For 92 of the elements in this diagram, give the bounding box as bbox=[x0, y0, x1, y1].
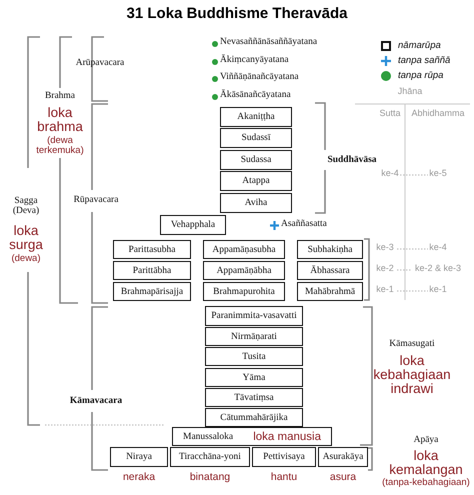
realm-box bbox=[113, 261, 191, 280]
realm-name: Tiracchāna-yoni bbox=[179, 452, 241, 462]
table-cell-text: ke-4 bbox=[380, 169, 400, 179]
realm-name: Nevasaññānāsaññāyatana bbox=[220, 37, 318, 48]
realm-name: Parittābha bbox=[132, 266, 172, 276]
group-label: Sagga (Deva) bbox=[12, 196, 40, 217]
group-label: Brahma bbox=[44, 91, 76, 102]
realm-box bbox=[203, 282, 285, 301]
realm-translation: hantu bbox=[270, 472, 298, 484]
realm-box bbox=[252, 447, 316, 467]
realm-name: Nirmāṇarati bbox=[231, 332, 277, 342]
realm-translation: loka manusia bbox=[253, 430, 321, 442]
realm-name: Viññāṇānañcāyatana bbox=[220, 72, 299, 82]
realm-name: Mahābrahmā bbox=[304, 286, 356, 296]
realm-name: Paranimmita-vasavatti bbox=[211, 311, 297, 321]
realm-box bbox=[205, 388, 303, 407]
group-note: (dewa terkemuka) bbox=[35, 136, 85, 157]
group-note: (tanpa-kebahagiaan) bbox=[381, 478, 471, 488]
table-header: Sutta bbox=[378, 109, 402, 119]
realm-name: Manussaloka bbox=[183, 432, 234, 442]
realm-name: Brahmapārisajja bbox=[120, 286, 184, 296]
group-note: (dewa) bbox=[10, 254, 42, 264]
realm-box bbox=[220, 193, 292, 213]
realm-name: Subhakiṇha bbox=[308, 244, 352, 254]
group-label: Kāmasugati bbox=[388, 339, 436, 350]
table-header: Abhidhamma bbox=[410, 109, 466, 119]
realm-box bbox=[205, 408, 303, 427]
realm-box bbox=[297, 240, 363, 259]
realm-name: Akaniṭṭha bbox=[237, 112, 275, 122]
realm-box bbox=[205, 368, 303, 387]
realm-box bbox=[297, 282, 363, 301]
realm-name: Cātummahārājika bbox=[220, 412, 288, 422]
group-label: loka kebahagiaan indrawi bbox=[372, 354, 452, 397]
realm-translation: binatang bbox=[188, 472, 232, 484]
group-label: loka kemalangan bbox=[388, 449, 464, 478]
group-label: Kāmavacara bbox=[68, 396, 124, 406]
title: 31 Loka Buddhisme Theravāda bbox=[126, 6, 348, 22]
table-cell-text: ke-5 bbox=[428, 169, 448, 179]
group-label: Apāya bbox=[412, 435, 440, 446]
realm-name: Appamāṇābha bbox=[216, 266, 272, 276]
realm-box bbox=[113, 282, 191, 301]
table-header: Jhāna bbox=[396, 87, 424, 97]
table-cell-text: ke-2 & ke-3 bbox=[414, 264, 462, 274]
realm-box bbox=[203, 261, 285, 280]
realm-name: Ākāsānañcāyatana bbox=[220, 90, 291, 100]
realm-name: Aviha bbox=[244, 198, 268, 208]
realm-box bbox=[297, 261, 363, 280]
group-label: loka surga bbox=[8, 224, 44, 252]
realm-box bbox=[318, 447, 368, 467]
legend-text: tanpa saññā bbox=[398, 55, 450, 66]
realm-name: Ākiṃcanyāyatana bbox=[220, 55, 289, 66]
realm-box bbox=[113, 240, 191, 259]
realm-box bbox=[205, 327, 303, 346]
realm-box bbox=[203, 240, 285, 259]
realm-name: Niraya bbox=[126, 452, 152, 462]
realm-box bbox=[205, 306, 303, 326]
realm-box bbox=[220, 150, 292, 170]
realm-name: Sudassa bbox=[240, 155, 272, 165]
realm-box bbox=[160, 215, 226, 235]
realm-name: Ābhassara bbox=[310, 266, 350, 276]
table-cell-text: ke-4 bbox=[428, 243, 448, 253]
realm-box bbox=[220, 107, 292, 127]
legend-text: tanpa rūpa bbox=[398, 70, 444, 81]
realm-name: Parittasubha bbox=[128, 244, 176, 254]
group-label: Rūpavacara bbox=[72, 195, 120, 206]
realm-name: Tāvatiṃsa bbox=[234, 392, 274, 402]
realm-name: Brahmapurohita bbox=[213, 286, 275, 296]
table-cell-text: ke-1 bbox=[428, 285, 448, 295]
realm-name: Yāma bbox=[242, 372, 266, 382]
legend-text: nāmarūpa bbox=[398, 40, 441, 51]
realm-translation: neraka bbox=[122, 472, 156, 484]
table-cell-text: ke-2 bbox=[375, 264, 395, 274]
realm-translation: asura bbox=[328, 472, 358, 484]
realm-name: Atappa bbox=[242, 176, 270, 186]
group-label: loka brahma bbox=[36, 106, 84, 134]
group-label: Arūpavacara bbox=[74, 58, 126, 68]
realm-box bbox=[205, 347, 303, 366]
realm-name: Asurakāya bbox=[322, 452, 364, 462]
realm-box bbox=[220, 128, 292, 148]
group-label: Suddhāvāsa bbox=[326, 155, 378, 166]
realm-name: Tusita bbox=[242, 352, 266, 362]
realm-name: Sudassī bbox=[241, 133, 271, 143]
realm-name: Pettivisaya bbox=[263, 452, 305, 462]
realm-box bbox=[170, 447, 250, 467]
realm-box bbox=[172, 427, 332, 446]
table-cell-text: ke-1 bbox=[375, 285, 395, 295]
realm-box bbox=[220, 171, 292, 191]
realm-name: Vehapphala bbox=[170, 220, 216, 230]
table-cell-text: ke-3 bbox=[375, 243, 395, 253]
realm-name: Appamāṇasubha bbox=[212, 244, 276, 254]
realm-box bbox=[110, 447, 168, 467]
realm-name: Asaññasatta bbox=[281, 219, 327, 230]
